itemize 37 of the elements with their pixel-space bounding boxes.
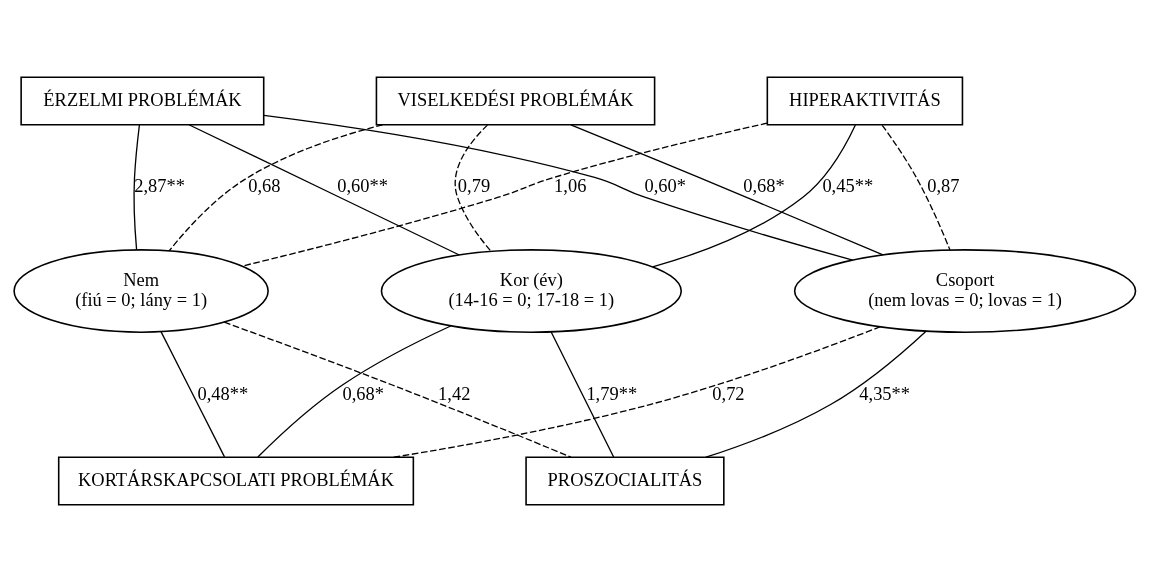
edge-label: 0,72 [712,383,745,404]
connector [550,330,615,458]
edge-label: 0,87 [927,175,960,196]
connector [223,321,572,458]
node-ellipse: Csoport (nem lovas = 0; lovas = 1) [793,248,1137,333]
node-ellipse: Kor (év) (14-16 = 0; 17-18 = 1) [380,248,682,333]
node-box: KORTÁRSKAPCSOLATI PROBLÉMÁK [57,455,415,506]
connector [133,123,141,250]
connector [263,114,854,261]
edge-label: 1,06 [554,175,587,196]
connector [168,123,384,251]
edge-label: 0,68* [342,383,384,404]
edge-label: 0,68 [248,175,281,196]
node-box: ÉRZELMI PROBLÉMÁK [20,75,265,126]
connector [570,123,884,255]
node-ellipse: Nem (fiú = 0; lány = 1) [13,248,269,333]
edge-label: 1,42 [438,383,471,404]
edge-label: 0,68* [743,175,785,196]
connector [160,330,226,458]
connector [652,123,857,267]
edge-label: 0,60* [644,175,686,196]
edge-label: 1,79** [586,383,638,404]
edge-label: 4,35** [859,383,911,404]
connector [257,324,452,458]
connector [454,123,492,252]
edge-label: 0,48** [197,383,249,404]
node-box: PROSZOCIALITÁS [525,455,725,506]
edge-label: 2,87** [134,175,185,196]
connector [188,123,460,256]
edge-label: 0,79 [457,175,491,196]
node-box: HIPERAKTIVITÁS [766,75,964,126]
node-box: VISELKEDÉSI PROBLÉMÁK [375,75,656,126]
connector [392,325,881,458]
connector [881,124,951,250]
connector [705,330,927,458]
edge-label: 0,45** [822,175,874,196]
edge-label: 0,60** [337,175,388,196]
